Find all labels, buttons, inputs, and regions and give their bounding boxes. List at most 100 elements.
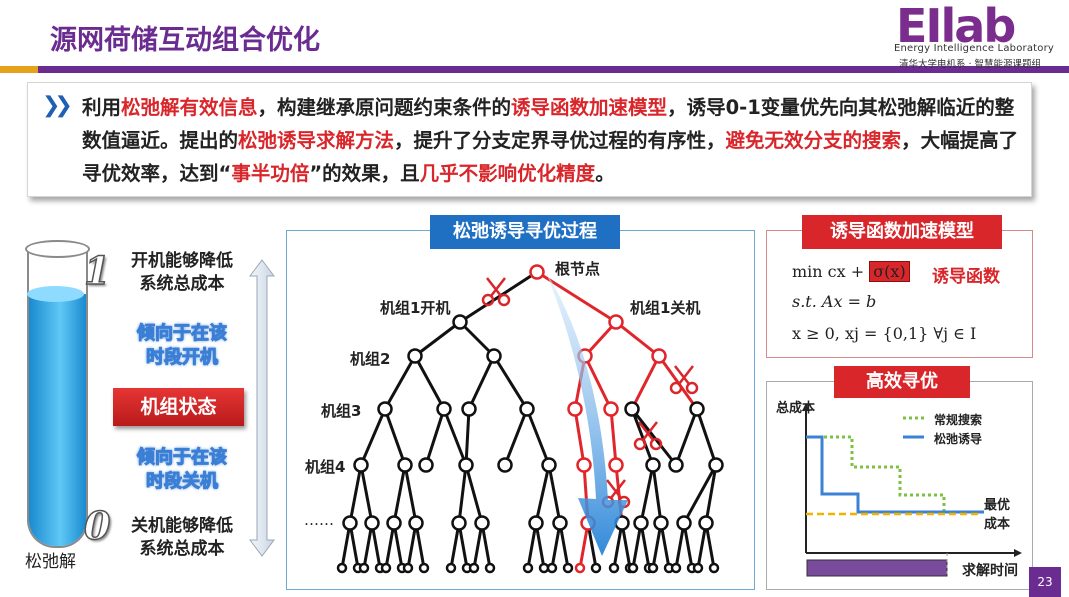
tree-edge: [492, 355, 529, 410]
summary-segment: 利用: [82, 96, 122, 119]
tree-node: [608, 562, 620, 574]
tree-node: [353, 457, 369, 473]
tree-node: [358, 562, 370, 574]
tree-node: [541, 457, 557, 473]
x-axis-label: 求解时间: [962, 563, 1018, 579]
value-zero: 0: [83, 502, 111, 549]
summary-segment: 诱导函数加速模型: [511, 96, 668, 119]
tree-node: [708, 457, 724, 473]
tree-node: [397, 457, 413, 473]
tree-node: [708, 562, 720, 574]
tree-node: [486, 348, 502, 364]
tree-node: [336, 562, 348, 574]
tree-node: [645, 457, 661, 473]
label-off-reduces-cost: 关机能够降低 系统总成本: [118, 515, 246, 561]
label-on-reduces-cost: 开机能够降低 系统总成本: [118, 250, 246, 296]
tree-edge: [630, 355, 661, 410]
hint-tend-off: 倾向于在该 时段关机: [118, 446, 246, 494]
tree-node: [552, 515, 568, 531]
value-one: 1: [83, 247, 111, 294]
conventional-search-line: [806, 435, 984, 514]
tree-edge: [639, 464, 655, 524]
tree-edge: [525, 408, 551, 466]
tree-edge: [467, 355, 496, 410]
legend-relaxation: 松弛诱导: [934, 432, 983, 446]
tree-edge: [503, 408, 529, 466]
label-on-line1: 开机能够降低: [131, 251, 233, 271]
tree-node: [567, 401, 583, 417]
tree-panel-tag: 松弛诱导寻优过程: [430, 215, 620, 249]
tree-node: [364, 515, 380, 531]
tube-liquid: [29, 294, 86, 546]
tree-edge: [464, 408, 471, 466]
double-chevron-right-icon: ❯❯: [42, 93, 73, 118]
lab-name-en: Energy Intelligence Laboratory: [894, 43, 1055, 54]
tree-node: [676, 515, 692, 531]
tree-node: [574, 562, 586, 574]
tube-rim: [25, 240, 90, 258]
tree-edge: [457, 464, 468, 524]
tree-node: [647, 562, 659, 574]
tree-edge: [695, 408, 718, 466]
tree-node: [603, 401, 619, 417]
tree-node: [497, 457, 513, 473]
tree-node: [522, 562, 534, 574]
tree-node: [484, 562, 496, 574]
tree-node: [608, 314, 624, 330]
tree-edge: [442, 408, 468, 466]
branch-unit1-on-label: 机组1开机: [380, 299, 451, 317]
relaxation-induction-line: [806, 435, 984, 514]
tree-edge: [383, 408, 407, 466]
tree-node: [458, 457, 474, 473]
tree-edge: [583, 355, 613, 410]
tree-edge: [573, 408, 586, 466]
legend-conventional: 常规搜索: [934, 413, 983, 427]
level-unit2-label: 机组2: [350, 350, 391, 368]
tree-node: [627, 562, 639, 574]
level-ellipsis: ……: [304, 511, 334, 529]
tree-edge: [392, 464, 407, 524]
objective-formula: min cx + σ(x): [792, 261, 910, 282]
double-arrow-icon: [249, 259, 275, 557]
tree-node: [468, 562, 480, 574]
tree-edge: [630, 408, 678, 466]
label-off-line1: 关机能够降低: [131, 516, 233, 536]
tree-node: [380, 562, 392, 574]
performance-panel-tag: 高效寻优: [834, 366, 970, 398]
tree-edge: [414, 320, 461, 358]
branch-unit1-off-label: 机组1关机: [630, 299, 701, 317]
tree-node: [452, 314, 468, 330]
y-axis-arrowhead: [802, 403, 810, 411]
summary-segment: 事半功倍: [231, 162, 310, 185]
tree-node: [689, 401, 705, 417]
tree-edge: [359, 408, 387, 466]
tree-node: [402, 562, 414, 574]
induction-term: σ(x): [869, 261, 910, 282]
tree-edge: [383, 355, 417, 410]
induction-function-label: 诱导函数: [932, 267, 1000, 287]
summary-segment: ，大幅提高了寻优效率，达到“: [82, 129, 1019, 185]
tree-node: [633, 515, 649, 531]
page-number: 23: [1029, 567, 1061, 597]
best-cost-line1: 最优: [984, 498, 1011, 513]
tree-edge: [682, 464, 718, 524]
tree-node: [528, 515, 544, 531]
tree-node: [418, 562, 430, 574]
tree-node: [519, 401, 535, 417]
tree-edge: [651, 464, 663, 524]
tree-edge: [630, 408, 655, 466]
tree-node: [562, 562, 574, 574]
tree-edge: [674, 408, 699, 466]
cost-vs-time-chart: [802, 403, 1022, 577]
solve-time-bar: [806, 559, 948, 577]
tree-edge: [424, 408, 446, 466]
level-unit4-label: 机组4: [305, 458, 346, 476]
tree-node: [651, 348, 667, 364]
summary-segment: 。: [595, 162, 615, 185]
tree-node: [418, 457, 434, 473]
summary-segment: 松弛解有效信息: [121, 96, 258, 119]
binary-constraint-formula: x ≥ 0, xj = {0,1} ∀j ∈ I: [792, 324, 977, 343]
tree-node: [474, 515, 490, 531]
label-on-line2: 系统总成本: [139, 274, 225, 294]
page-title: 源网荷储互动组合优化: [50, 25, 320, 56]
